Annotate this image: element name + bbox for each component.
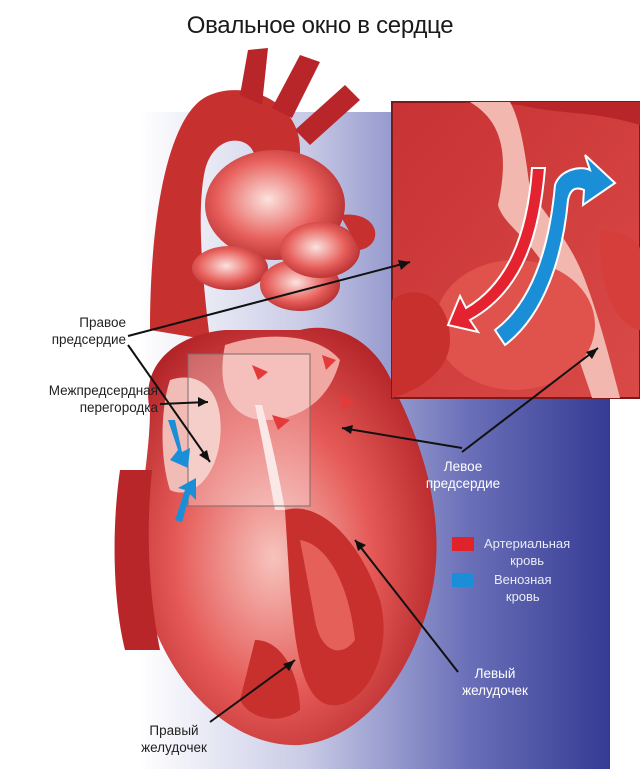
label-right-ventricle: Правый желудочек (141, 723, 207, 755)
label-interatrial-septum: Межпредсердная перегородка (48, 383, 158, 415)
legend-arterial-swatch (452, 537, 474, 551)
label-right-atrium: Правое предсердие (51, 315, 126, 347)
venous-arrow-lower (175, 478, 196, 522)
legend-venous-swatch (452, 573, 474, 587)
venous-arrow-upper (168, 420, 190, 468)
inset-red-arrow (446, 167, 547, 334)
inset-blue-arrow (493, 154, 617, 347)
label-left-atrium: Левое предсердие (425, 459, 501, 491)
legend-arterial: Артериальная кровь (452, 535, 570, 569)
label-left-ventricle: Левый желудочек (462, 666, 528, 698)
legend-venous: Венозная кровь (452, 571, 552, 605)
zoom-region (187, 353, 311, 507)
diagram-title: Овальное окно в сердце (186, 12, 454, 39)
pointer-lines (127, 261, 599, 723)
